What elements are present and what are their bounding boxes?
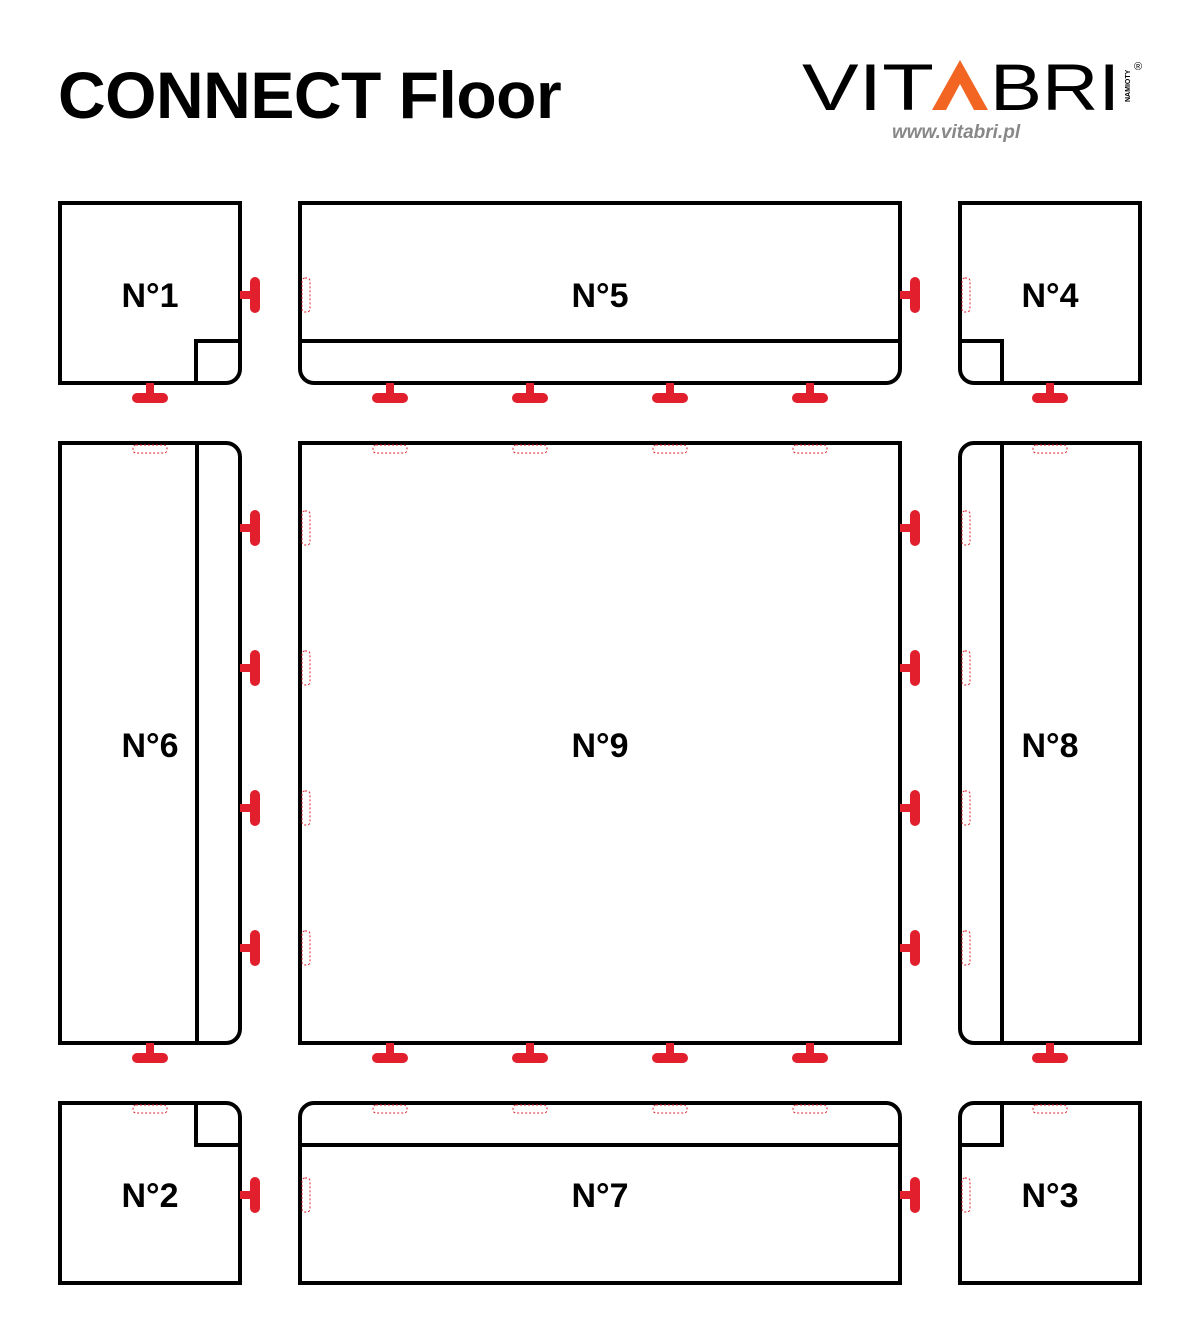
tile-5: N°5 xyxy=(298,201,902,385)
logo-text-right: BRI xyxy=(990,52,1120,122)
tile-6-label: N°6 xyxy=(121,727,178,765)
connector-socket-icon xyxy=(1032,1104,1068,1114)
tile-4-label: N°4 xyxy=(1021,277,1078,315)
connector-stud-icon xyxy=(900,1177,920,1213)
registered-mark: ® xyxy=(1134,61,1142,73)
connector-socket-icon xyxy=(372,1104,408,1114)
logo-text-left: VIT xyxy=(802,52,934,122)
tile-8-outline xyxy=(958,441,1142,1045)
connector-socket-icon xyxy=(512,1104,548,1114)
connector-stud-icon xyxy=(1032,1043,1068,1063)
connector-stud-icon xyxy=(1032,383,1068,403)
tile-7-label: N°7 xyxy=(571,1177,628,1215)
tile-4-outline xyxy=(958,201,1142,385)
connector-stud-icon xyxy=(900,277,920,313)
tile-9-outline xyxy=(298,441,902,1045)
connector-socket-icon xyxy=(792,1104,828,1114)
connector-stud-icon xyxy=(240,930,260,966)
connector-socket-icon xyxy=(961,510,971,546)
connector-socket-icon xyxy=(961,650,971,686)
tile-5-label: N°5 xyxy=(571,277,628,315)
connector-socket-icon xyxy=(652,1104,688,1114)
connector-socket-icon xyxy=(961,930,971,966)
tile-8-label: N°8 xyxy=(1021,727,1078,765)
connector-stud-icon xyxy=(240,277,260,313)
connector-socket-icon xyxy=(1032,444,1068,454)
vitabri-logo-mark: VIT BRI NAMIOTY ® xyxy=(802,52,1142,122)
tile-4: N°4 xyxy=(958,201,1142,385)
tile-8: N°8 xyxy=(958,441,1142,1045)
connector-socket-icon xyxy=(961,790,971,826)
connector-stud-icon xyxy=(512,1043,548,1063)
connector-socket-icon xyxy=(301,650,311,686)
connector-stud-icon xyxy=(900,790,920,826)
tile-9: N°9 xyxy=(298,441,902,1045)
connector-socket-icon xyxy=(792,444,828,454)
connector-stud-icon xyxy=(652,383,688,403)
connector-stud-icon xyxy=(240,510,260,546)
tile-2: N°2 xyxy=(58,1101,242,1285)
tile-3-label: N°3 xyxy=(1021,1177,1078,1215)
connector-stud-icon xyxy=(652,1043,688,1063)
tile-5-outline xyxy=(298,201,902,385)
connector-stud-icon xyxy=(132,383,168,403)
connector-stud-icon xyxy=(132,1043,168,1063)
tile-6: N°6 xyxy=(58,441,242,1045)
website-url: www.vitabri.pl xyxy=(892,122,1021,143)
connector-stud-icon xyxy=(240,650,260,686)
connector-stud-icon xyxy=(240,1177,260,1213)
connector-socket-icon xyxy=(301,1177,311,1213)
connector-socket-icon xyxy=(301,790,311,826)
connector-stud-icon xyxy=(792,1043,828,1063)
connector-stud-icon xyxy=(372,1043,408,1063)
connector-stud-icon xyxy=(900,650,920,686)
logo-small-text: NAMIOTY xyxy=(1125,69,1132,102)
page-title: CONNECT Floor xyxy=(58,58,562,132)
tile-9-label: N°9 xyxy=(571,727,628,765)
tile-1: N°1 xyxy=(58,201,242,385)
connector-socket-icon xyxy=(512,444,548,454)
connector-stud-icon xyxy=(512,383,548,403)
tile-1-label: N°1 xyxy=(121,277,178,315)
connector-socket-icon xyxy=(652,444,688,454)
logo-triangle-icon xyxy=(932,60,988,110)
connector-socket-icon xyxy=(132,444,168,454)
connector-socket-icon xyxy=(132,1104,168,1114)
connector-socket-icon xyxy=(961,277,971,313)
tile-2-label: N°2 xyxy=(121,1177,178,1215)
connector-socket-icon xyxy=(301,930,311,966)
tile-2-outline xyxy=(58,1101,242,1285)
tile-1-outline xyxy=(58,201,242,385)
tile-7: N°7 xyxy=(298,1101,902,1285)
connector-stud-icon xyxy=(792,383,828,403)
connector-socket-icon xyxy=(301,277,311,313)
tile-4-edge-ramp xyxy=(960,339,1004,383)
vitabri-logo: VIT BRI NAMIOTY ® www.vitabri.pl xyxy=(800,52,1150,147)
tile-3: N°3 xyxy=(958,1101,1142,1285)
tile-1-edge-ramp xyxy=(194,339,240,383)
tile-7-outline xyxy=(298,1101,902,1285)
tile-2-edge-ramp xyxy=(194,1103,240,1147)
connector-stud-icon xyxy=(900,930,920,966)
tile-3-edge-ramp xyxy=(960,1103,1004,1147)
connector-stud-icon xyxy=(240,790,260,826)
connector-socket-icon xyxy=(301,510,311,546)
connector-stud-icon xyxy=(900,510,920,546)
connector-stud-icon xyxy=(372,383,408,403)
connector-socket-icon xyxy=(372,444,408,454)
connector-socket-icon xyxy=(961,1177,971,1213)
tile-3-outline xyxy=(958,1101,1142,1285)
